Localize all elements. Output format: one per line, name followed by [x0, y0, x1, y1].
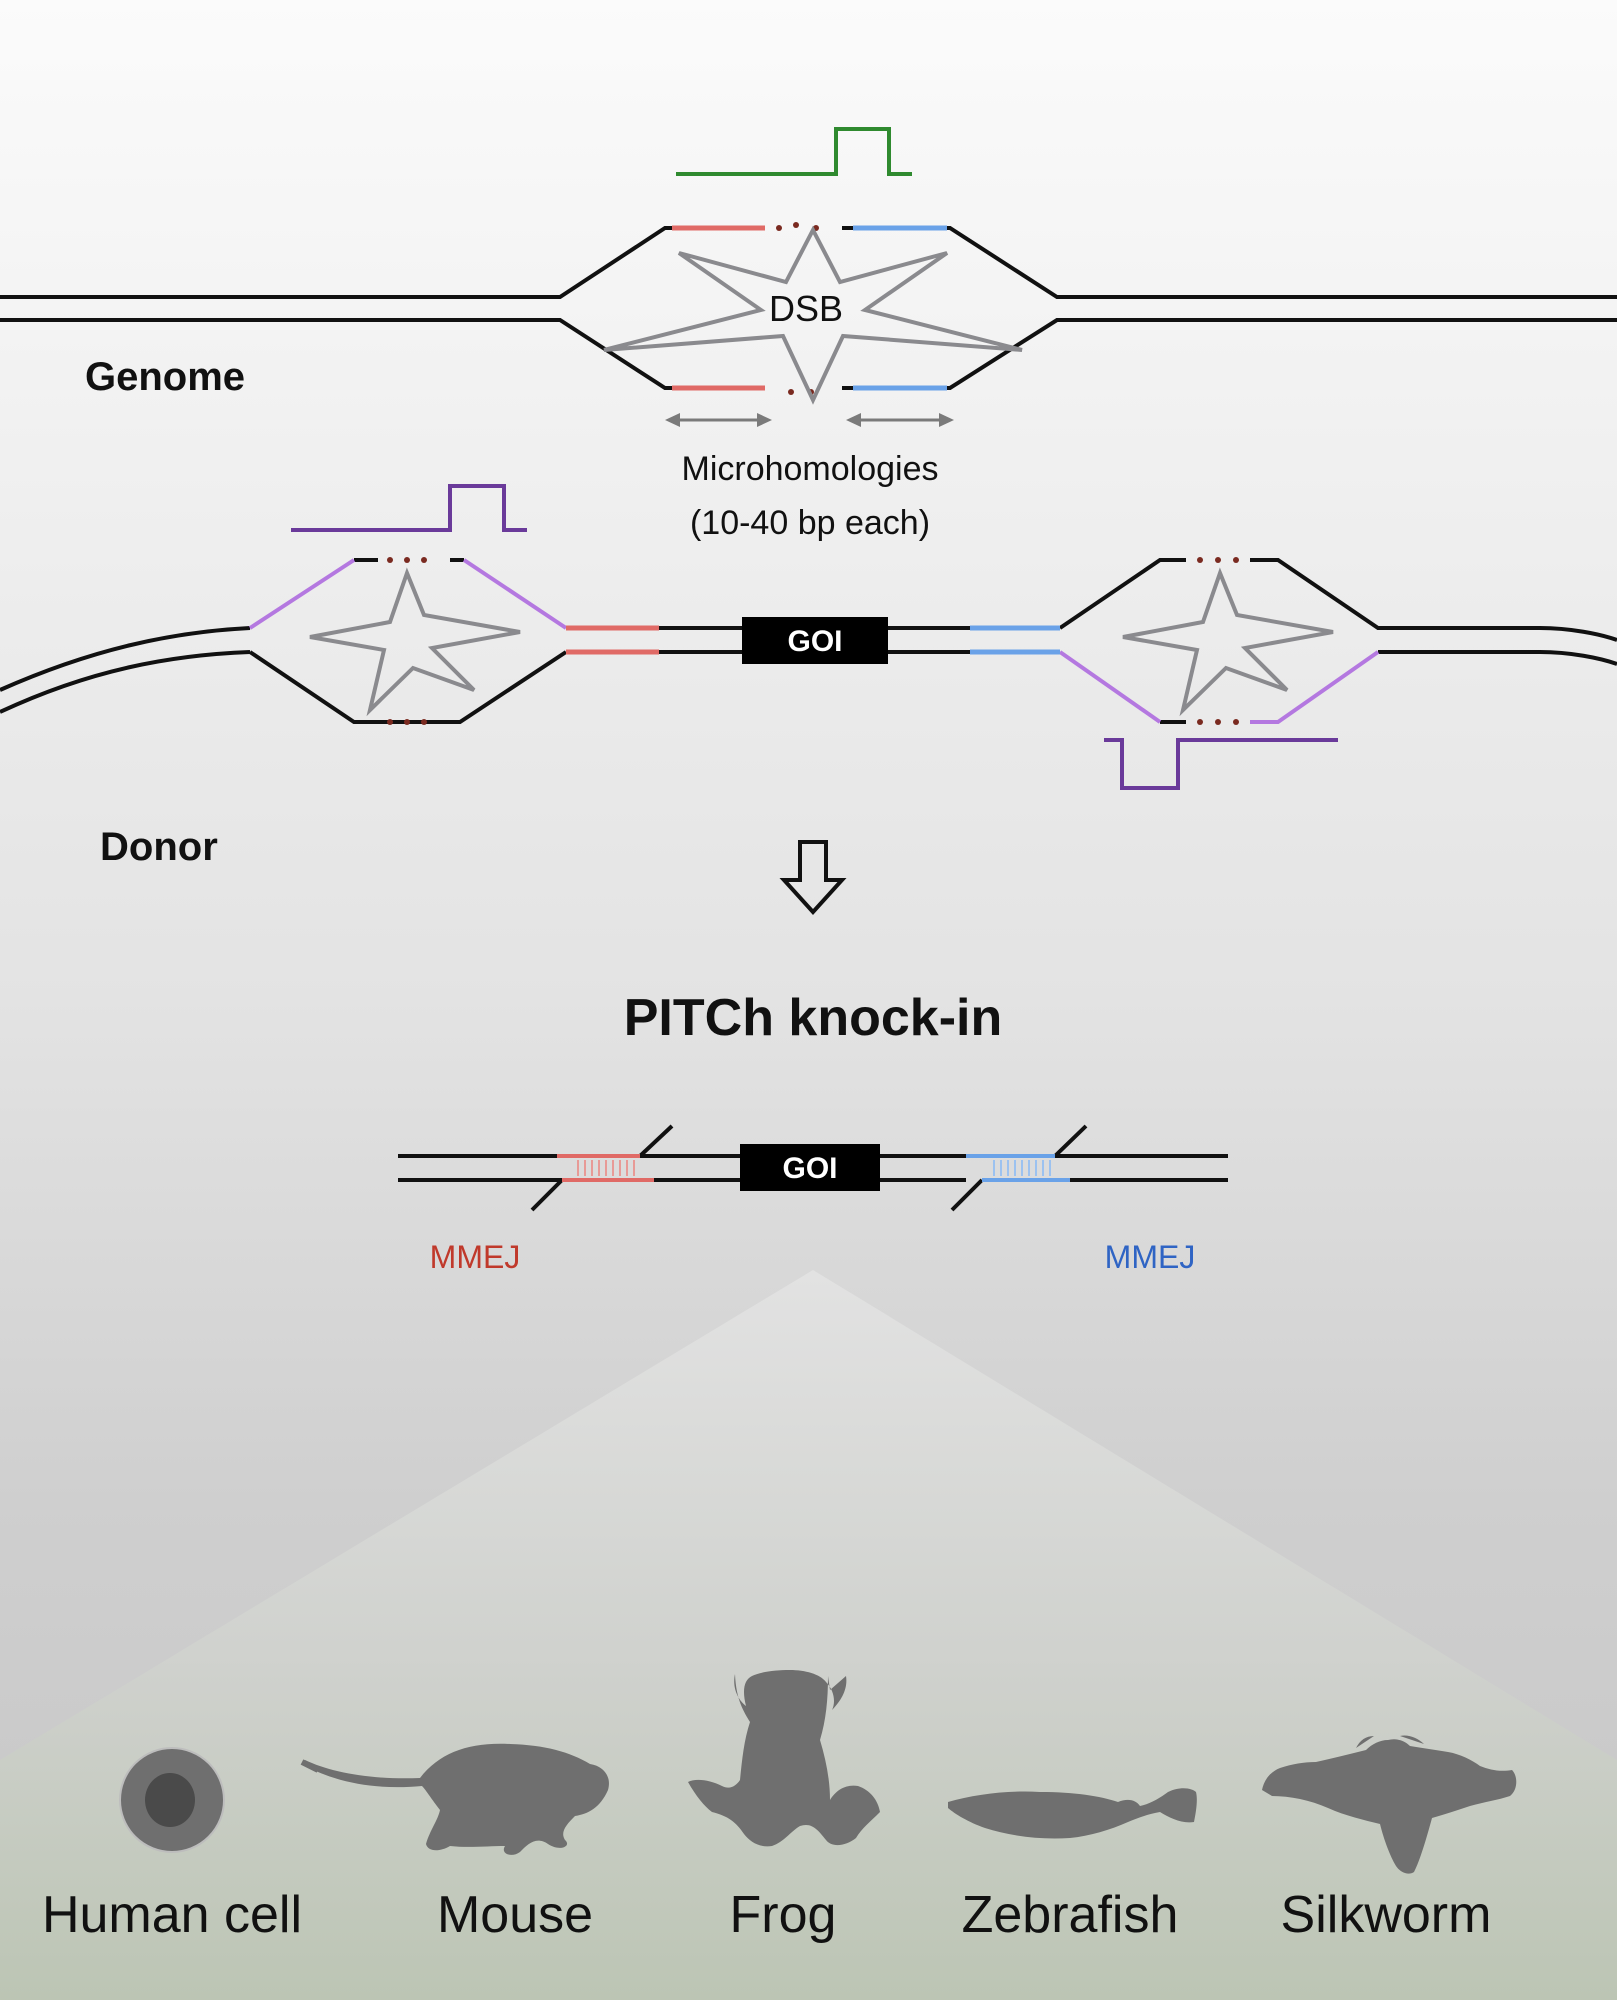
donor-microhomology-right [970, 625, 1060, 655]
donor-label: Donor [100, 825, 218, 869]
mmej-right-rungs [993, 1160, 1051, 1176]
donor-dna [0, 558, 1617, 724]
mmej-left-rungs [577, 1160, 635, 1176]
genome-microhomology-right [853, 225, 947, 391]
organism-label-frog: Frog [730, 1886, 837, 1944]
donor-gap-dots [387, 557, 1239, 725]
knock-in-dna [398, 1124, 1228, 1212]
down-arrow-icon [779, 840, 847, 915]
organism-fan-background [0, 1270, 1617, 2000]
organism-label-human-cell: Human cell [42, 1886, 302, 1944]
dsb-label: DSB [769, 288, 843, 329]
organism-labels: Human cell Mouse Frog Zebrafish Silkworm [42, 1886, 1492, 1944]
organism-label-zebrafish: Zebrafish [962, 1886, 1179, 1944]
organism-label-silkworm: Silkworm [1281, 1886, 1492, 1944]
donor-arm-purple [248, 558, 1380, 724]
microhomologies-size-label: (10-40 bp each) [690, 504, 930, 542]
donor-goi-box [742, 617, 888, 664]
frog-icon [688, 1670, 880, 1847]
donor-goi-label: GOI [787, 625, 842, 658]
silkworm-icon [1262, 1735, 1517, 1874]
donor-microhomology-left [566, 625, 659, 655]
genome-label: Genome [85, 355, 245, 399]
dsb-star-icon [603, 225, 1023, 405]
mouse-tail-icon [300, 1759, 320, 1773]
microhomology-arrows [665, 413, 954, 427]
donor-guide-rna-right [1104, 738, 1338, 790]
zebrafish-icon [948, 1788, 1197, 1839]
human-cell-icon [119, 1747, 225, 1853]
genome-microhomology-left [672, 225, 765, 391]
result-title: PITCh knock-in [624, 989, 1002, 1047]
knock-in-goi-label: GOI [782, 1152, 837, 1185]
mmej-right-junction [966, 1154, 1070, 1182]
mmej-right-label: MMEJ [1105, 1239, 1196, 1275]
organism-label-mouse: Mouse [437, 1886, 593, 1944]
microhomologies-label: Microhomologies [682, 450, 939, 488]
knock-in-goi-box [740, 1144, 880, 1191]
mouse-icon [305, 1743, 609, 1855]
mmej-left-junction [557, 1154, 654, 1182]
donor-dsb-star-left-icon [309, 567, 521, 717]
donor-dsb-star-right-icon [1122, 567, 1334, 717]
genome-guide-rna [676, 127, 912, 176]
donor-guide-rna-left [291, 484, 527, 532]
mmej-left-label: MMEJ [430, 1239, 521, 1275]
